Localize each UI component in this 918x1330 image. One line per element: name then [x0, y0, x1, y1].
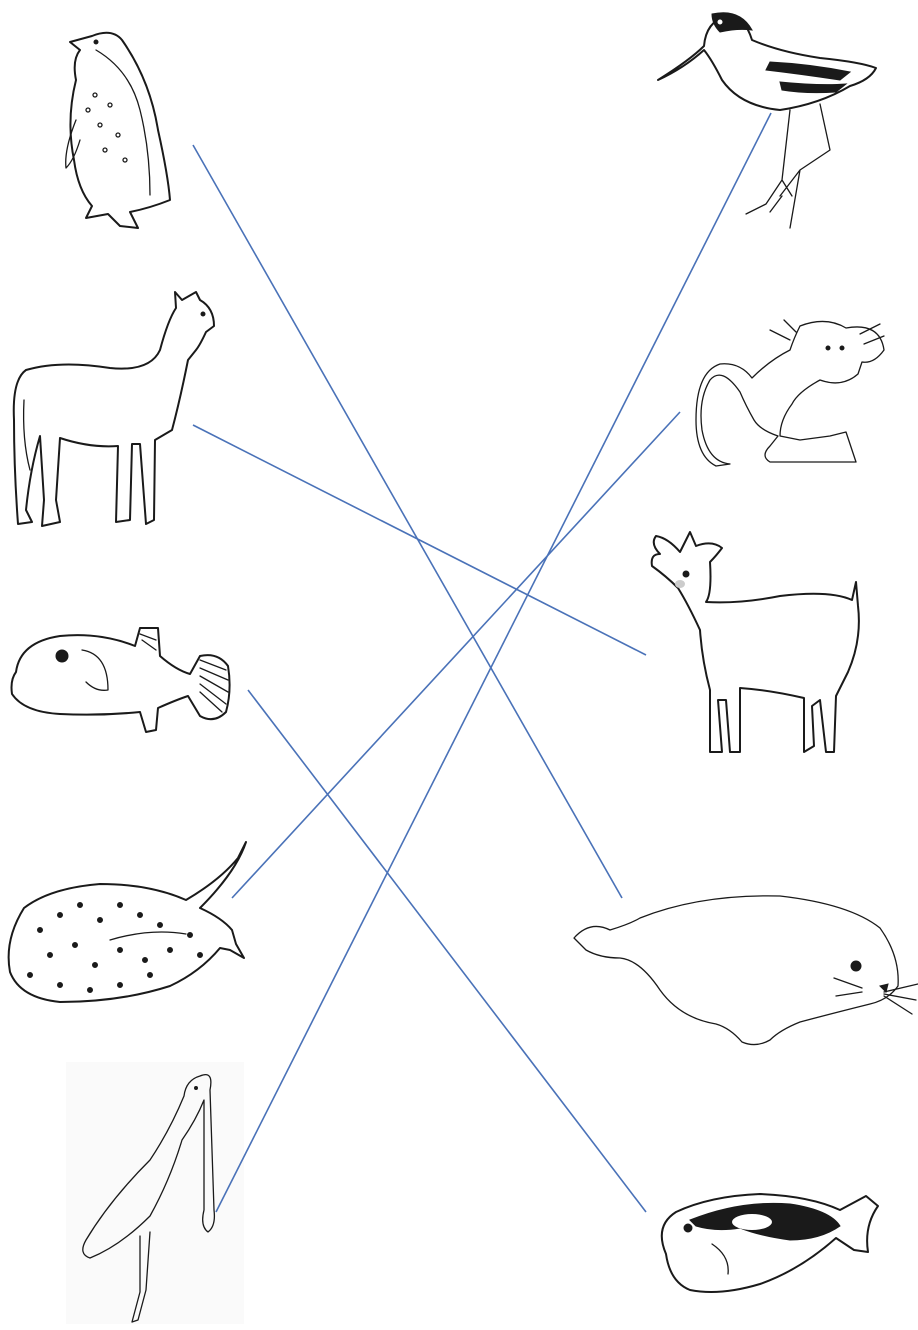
penguin-icon[interactable]	[66, 33, 170, 228]
match-line-stingray-marmoset[interactable]	[232, 412, 680, 898]
match-line-pufferfish-tang[interactable]	[248, 690, 646, 1212]
alpaca-icon[interactable]	[14, 292, 214, 526]
pufferfish-icon[interactable]	[12, 628, 230, 732]
goat-icon[interactable]	[652, 532, 859, 752]
stingray-icon[interactable]	[9, 842, 246, 1002]
match-line-alpaca-goat[interactable]	[193, 425, 646, 655]
match-line-spoonbill-avocet[interactable]	[216, 113, 771, 1212]
seal-icon[interactable]	[574, 896, 918, 1045]
spoonbill-icon[interactable]	[66, 1062, 244, 1324]
marmoset-icon[interactable]	[696, 320, 884, 466]
tang-fish-icon[interactable]	[662, 1194, 878, 1292]
match-lines	[193, 113, 771, 1212]
match-line-penguin-seal[interactable]	[193, 145, 622, 898]
